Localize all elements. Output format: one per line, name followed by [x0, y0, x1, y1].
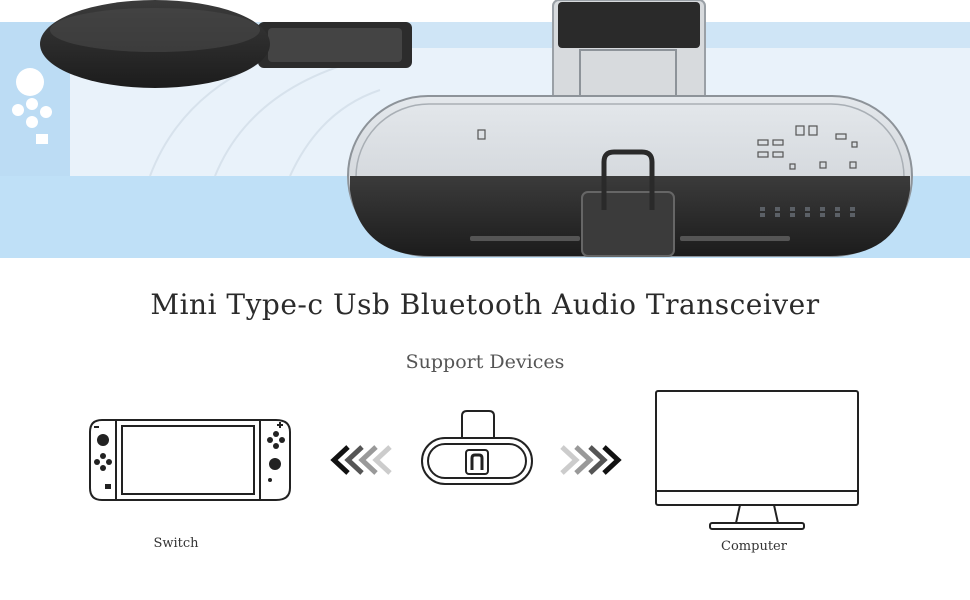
computer-monitor-icon [654, 389, 860, 531]
bluetooth-adapter-icon [418, 408, 538, 488]
right-arrows-icon [560, 445, 622, 475]
section-subtitle: Support Devices [405, 351, 565, 373]
switch-console-icon [86, 418, 296, 504]
page-title: Mini Type-c Usb Bluetooth Audio Transcei… [150, 288, 820, 321]
switch-label: Switch [153, 536, 199, 551]
hero-product-image [0, 0, 970, 258]
left-arrows-icon [330, 445, 392, 475]
computer-label: Computer [721, 539, 787, 554]
